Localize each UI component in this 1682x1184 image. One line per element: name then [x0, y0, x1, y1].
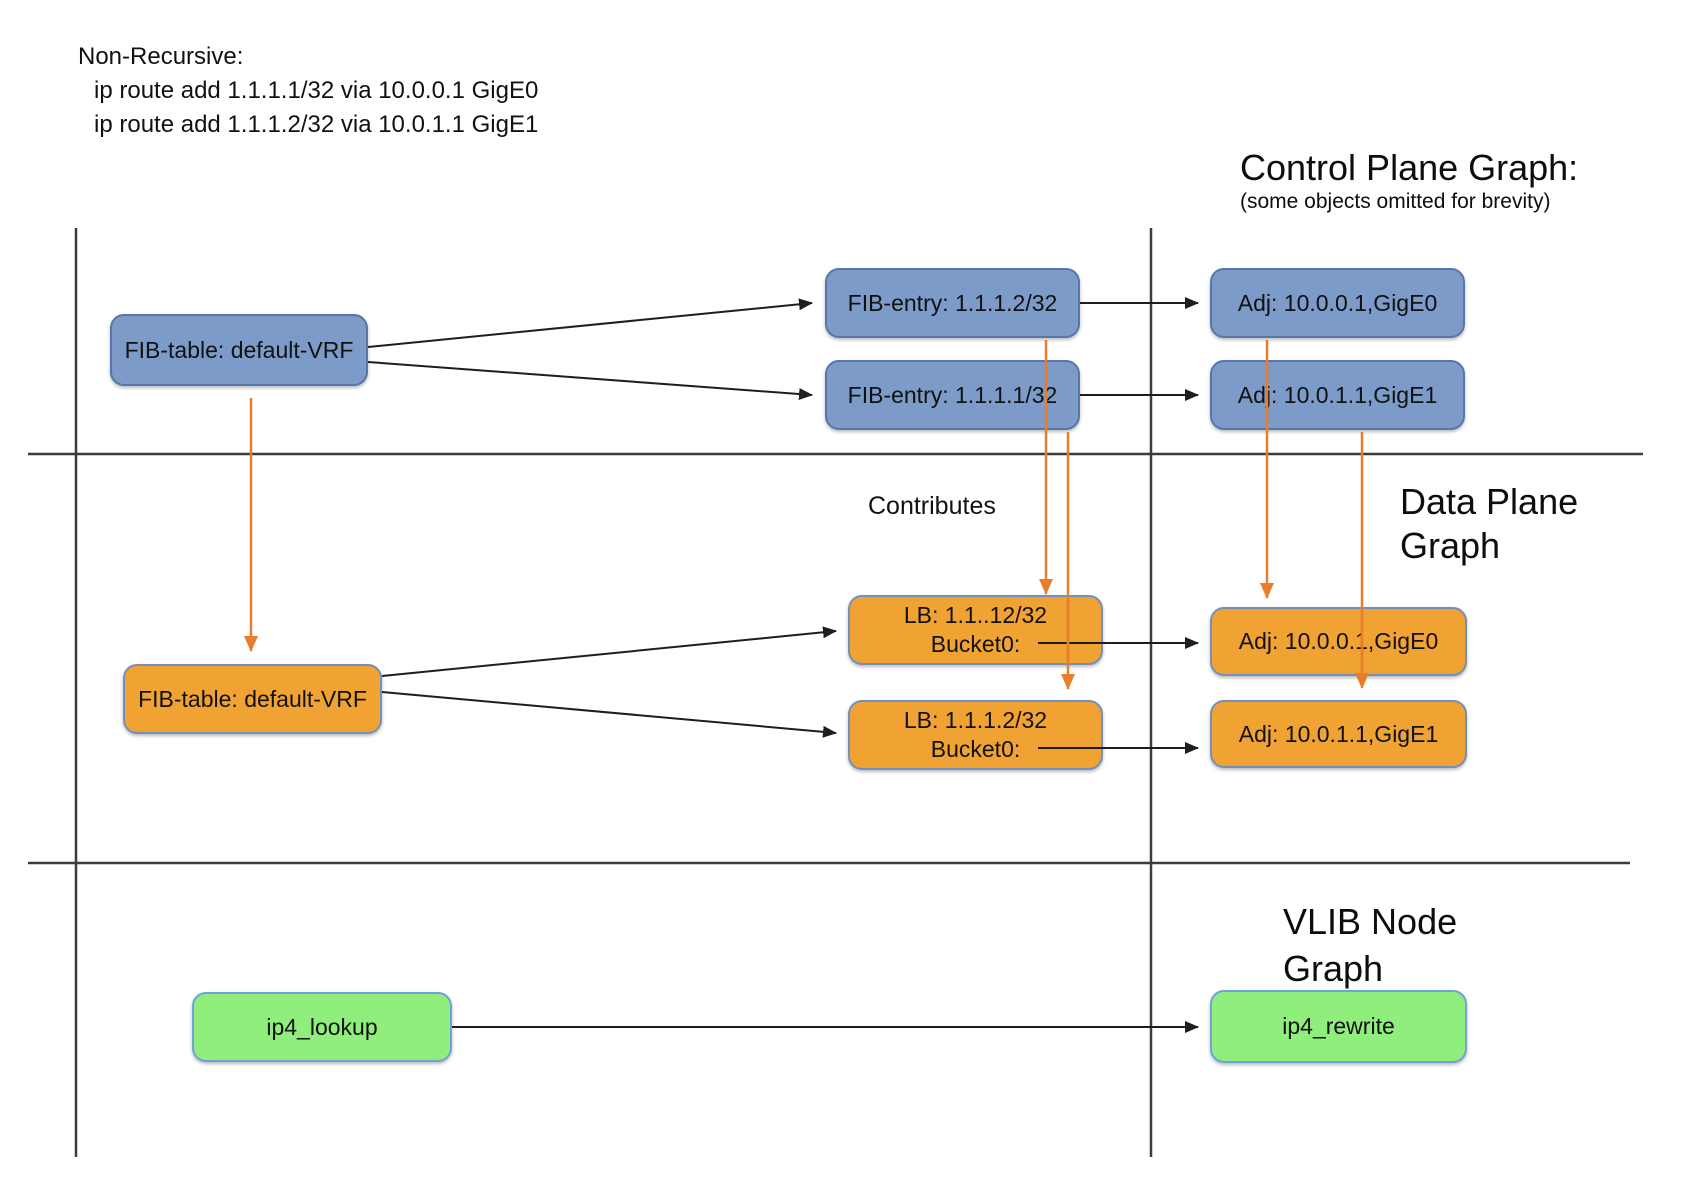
vlib-heading: VLIB Node Graph [1283, 898, 1457, 992]
node-fib-entry-1111: FIB-entry: 1.1.1.1/32 [825, 360, 1080, 430]
node-lb-1-line2: Bucket0: [930, 631, 1021, 657]
node-fib-table-control-label: FIB-table: default-VRF [124, 336, 354, 363]
route-annotation: Non-Recursive: ip route add 1.1.1.1/32 v… [78, 40, 538, 142]
control-plane-title: Control Plane Graph: [1240, 147, 1579, 188]
node-adj-gige1-data-label: Adj: 10.0.1.1,GigE1 [1238, 720, 1439, 747]
node-ip4-lookup: ip4_lookup [192, 992, 452, 1062]
node-ip4-rewrite-label: ip4_rewrite [1282, 1013, 1395, 1039]
node-adj-gige1-control-label: Adj: 10.0.1.1,GigE1 [1237, 381, 1438, 408]
node-ip4-rewrite: ip4_rewrite [1210, 990, 1467, 1063]
node-adj-gige1-control: Adj: 10.0.1.1,GigE1 [1210, 360, 1465, 430]
node-fib-table-data-label: FIB-table: default-VRF [138, 685, 367, 712]
vlib-heading-line1: VLIB Node [1283, 901, 1458, 942]
node-fib-entry-1112-label: FIB-entry: 1.1.1.2/32 [847, 289, 1058, 316]
node-adj-gige1-data: Adj: 10.0.1.1,GigE1 [1210, 700, 1467, 768]
node-fib-table-data: FIB-table: default-VRF [123, 664, 382, 734]
connector-fibtable-to-fibentry-1111 [367, 361, 813, 401]
node-lb-1-line1: LB: 1.1..12/32 [903, 602, 1048, 628]
route-annotation-title: Non-Recursive: [78, 43, 244, 70]
connector-fibtable-data-to-lb1 [381, 626, 837, 677]
connector-fibtable-to-fibentry-1112 [367, 298, 813, 348]
node-lb-2-line2: Bucket0: [930, 736, 1021, 762]
connector-fibtable-data-to-lb2 [381, 691, 837, 738]
data-plane-heading: Data Plane Graph [1400, 480, 1578, 568]
data-plane-heading-line1: Data Plane [1400, 481, 1579, 522]
vlib-heading-line2: Graph [1283, 948, 1384, 989]
route-annotation-line1: ip route add 1.1.1.1/32 via 10.0.0.1 Gig… [94, 77, 539, 104]
control-plane-subtitle: (some objects omitted for brevity) [1240, 190, 1551, 213]
contributes-label: Contributes [868, 492, 996, 520]
node-fib-entry-1112: FIB-entry: 1.1.1.2/32 [825, 268, 1080, 338]
control-plane-heading: Control Plane Graph: (some objects omitt… [1240, 146, 1578, 214]
node-adj-gige0-data-label: Adj: 10.0.0.1,GigE0 [1238, 628, 1439, 654]
node-lb-1: LB: 1.1..12/32 Bucket0: [848, 595, 1103, 665]
node-adj-gige0-data: Adj: 10.0.0.1,GigE0 [1210, 607, 1467, 676]
node-fib-entry-1111-label: FIB-entry: 1.1.1.1/32 [847, 381, 1058, 408]
node-adj-gige0-control-label: Adj: 10.0.0.1,GigE0 [1237, 289, 1438, 316]
node-fib-table-control: FIB-table: default-VRF [110, 314, 368, 386]
route-annotation-line2: ip route add 1.1.1.2/32 via 10.0.1.1 Gig… [94, 111, 539, 138]
data-plane-heading-line2: Graph [1400, 525, 1501, 566]
node-adj-gige0-control: Adj: 10.0.0.1,GigE0 [1210, 268, 1465, 338]
node-ip4-lookup-label: ip4_lookup [266, 1013, 378, 1040]
node-lb-2-line1: LB: 1.1.1.2/32 [903, 707, 1048, 733]
node-lb-2: LB: 1.1.1.2/32 Bucket0: [848, 700, 1103, 770]
